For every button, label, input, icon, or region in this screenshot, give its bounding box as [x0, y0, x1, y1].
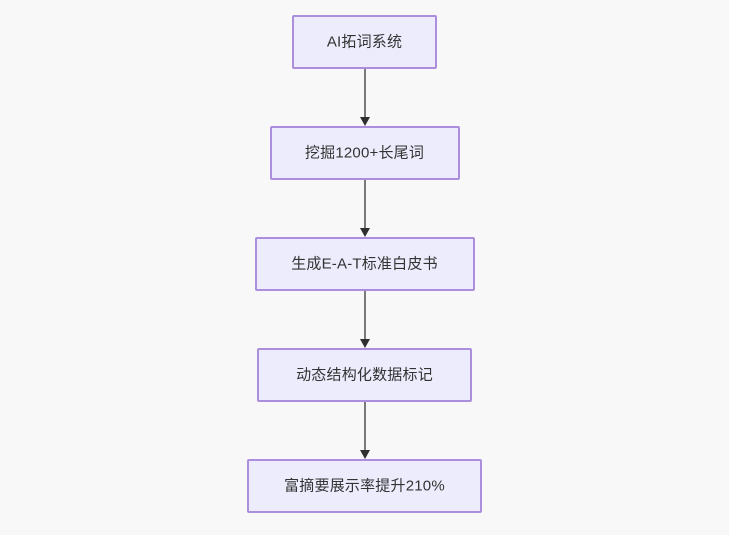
flow-edge-n1-n2	[359, 69, 371, 126]
flow-node-rich-snippet-result[interactable]: 富摘要展示率提升210%	[247, 459, 482, 513]
arrowhead-down-icon	[359, 339, 370, 348]
flow-node-label: 挖掘1200+长尾词	[304, 144, 425, 161]
flow-edge-n2-n3	[359, 180, 371, 237]
edge-line	[363, 402, 366, 451]
flow-node-label: 富摘要展示率提升210%	[284, 477, 445, 494]
flow-node-label: 动态结构化数据标记	[296, 366, 433, 383]
edge-line	[363, 291, 366, 340]
arrowhead-down-icon	[359, 450, 370, 459]
flow-node-structured-data-markup[interactable]: 动态结构化数据标记	[257, 348, 472, 402]
flow-node-label: AI拓词系统	[326, 33, 403, 50]
edge-line	[363, 69, 366, 118]
edge-line	[363, 180, 366, 229]
flow-edge-n3-n4	[359, 291, 371, 348]
flow-edge-n4-n5	[359, 402, 371, 459]
flow-node-longtail-keywords[interactable]: 挖掘1200+长尾词	[269, 126, 460, 180]
flow-node-ai-keyword-system[interactable]: AI拓词系统	[292, 15, 437, 69]
flow-node-label: 生成E-A-T标准白皮书	[291, 255, 438, 272]
arrowhead-down-icon	[359, 117, 370, 126]
flow-node-eat-whitepaper[interactable]: 生成E-A-T标准白皮书	[254, 237, 475, 291]
arrowhead-down-icon	[359, 228, 370, 237]
